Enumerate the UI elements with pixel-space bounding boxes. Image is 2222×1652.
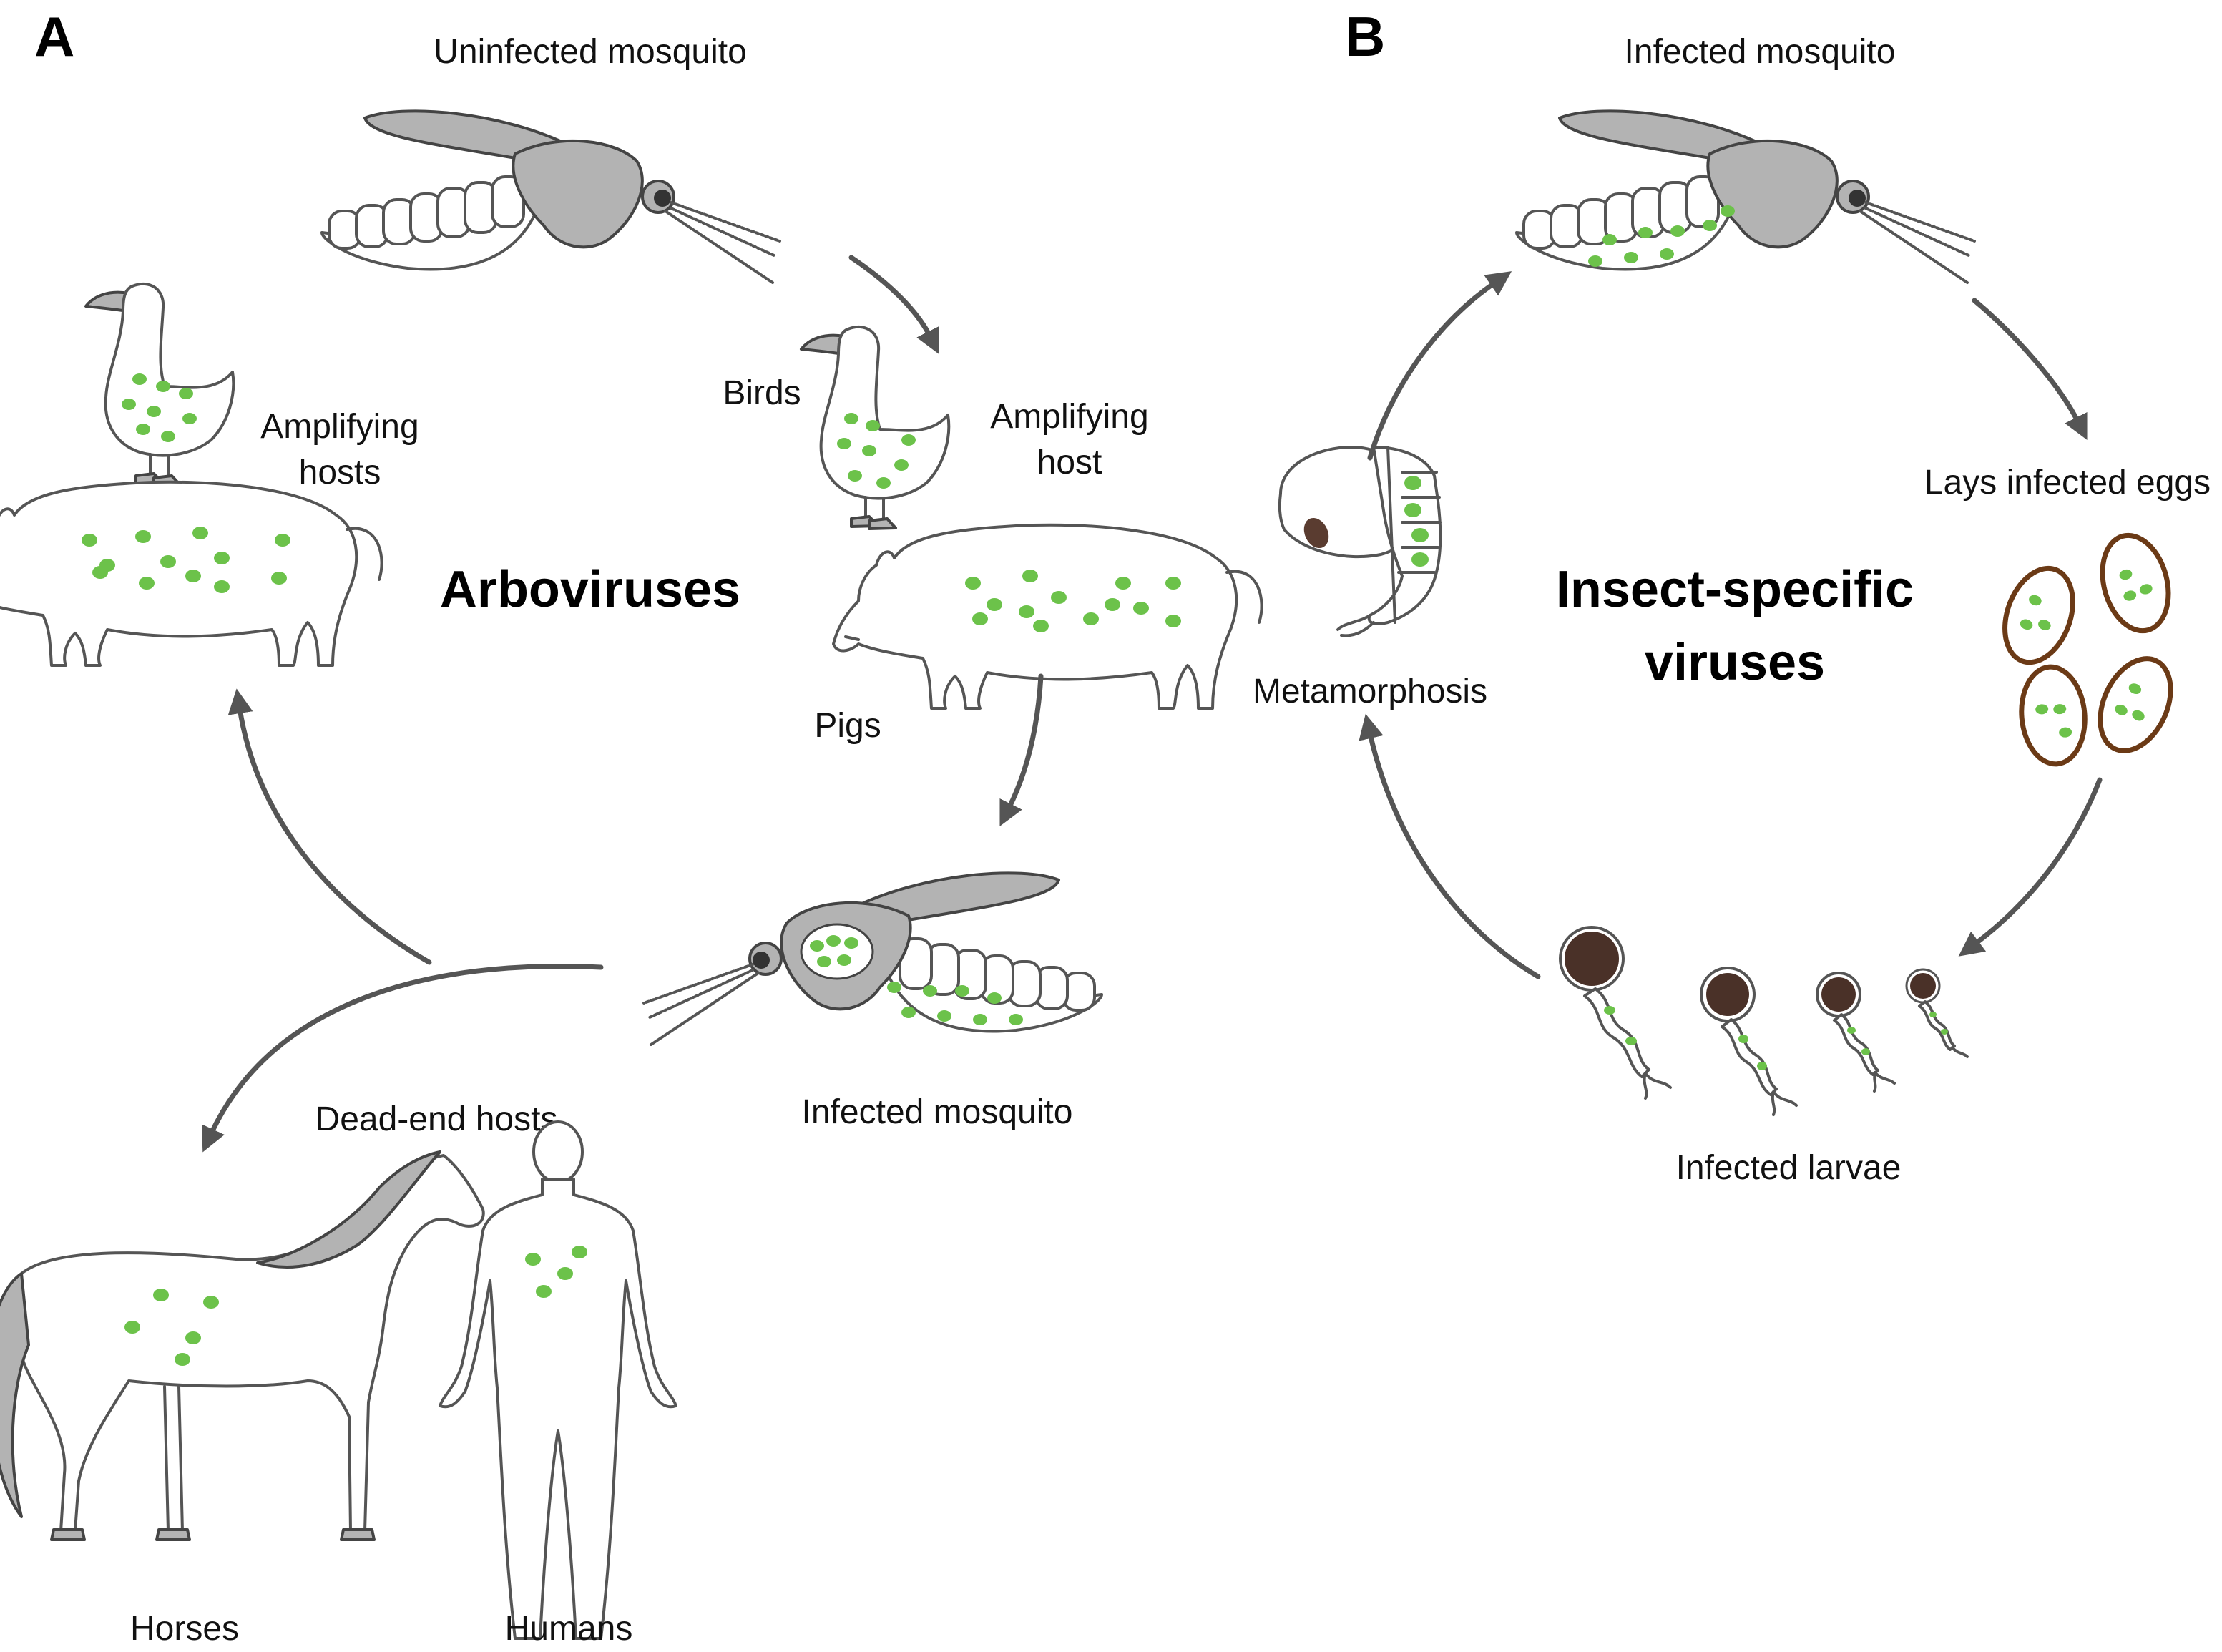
pupa-icon bbox=[1278, 446, 1442, 637]
amplifying-host-label-line1: Amplifying bbox=[990, 398, 1148, 436]
infected-mosquito-label: Infected mosquito bbox=[802, 1093, 1073, 1131]
egg-icon bbox=[2093, 528, 2178, 638]
humans-label: Humans bbox=[505, 1610, 633, 1648]
pig-icon bbox=[832, 523, 1263, 710]
insect-specific-title-line1: Insect-specific bbox=[1556, 561, 1914, 618]
cycle-arrow bbox=[1367, 271, 1512, 461]
panel-a-label: A bbox=[34, 5, 74, 68]
larva-icon bbox=[1816, 972, 1896, 1093]
virus-particles bbox=[124, 1289, 219, 1366]
human-icon bbox=[439, 1120, 677, 1640]
dead-end-hosts-label: Dead-end hosts bbox=[315, 1100, 558, 1138]
pig-icon bbox=[0, 480, 383, 667]
insect-specific-title-line2: viruses bbox=[1645, 634, 1825, 691]
cycle-arrow bbox=[1958, 777, 2103, 957]
arboviruses-title: Arboviruses bbox=[440, 561, 740, 618]
amplifying-host-label-line2: host bbox=[1037, 444, 1102, 482]
uninfected-mosquito-label: Uninfected mosquito bbox=[434, 33, 747, 71]
pigs-label: Pigs bbox=[814, 707, 881, 745]
goose-icon bbox=[800, 325, 951, 530]
mosquito-icon bbox=[320, 109, 781, 284]
panel-b-label: B bbox=[1345, 5, 1385, 68]
horse-icon bbox=[0, 1150, 485, 1541]
metamorphosis-label: Metamorphosis bbox=[1253, 673, 1487, 710]
cycle-arrow bbox=[848, 255, 939, 355]
horses-label: Horses bbox=[130, 1610, 239, 1648]
cycle-arrow bbox=[1359, 713, 1541, 979]
egg-icon bbox=[2017, 664, 2089, 766]
virus-particles bbox=[800, 923, 1023, 1025]
virus-particles bbox=[525, 1246, 587, 1298]
lays-infected-eggs-label: Lays infected eggs bbox=[1924, 464, 2211, 502]
cycle-arrow bbox=[999, 673, 1044, 827]
virus-particles bbox=[82, 527, 290, 593]
virus-particles bbox=[965, 570, 1181, 632]
larva-icon bbox=[1700, 967, 1798, 1116]
cycle-arrow bbox=[202, 964, 604, 1153]
birds-label: Birds bbox=[723, 374, 801, 412]
cycle-arrow bbox=[227, 688, 432, 965]
mosquito-icon bbox=[1515, 109, 1976, 284]
goose-icon bbox=[84, 282, 235, 487]
amplifying-hosts-label-line1: Amplifying bbox=[260, 408, 419, 446]
cycle-arrow bbox=[1972, 298, 2088, 441]
virus-particles bbox=[122, 373, 197, 442]
amplifying-hosts-label-line2: hosts bbox=[299, 454, 381, 492]
virus-particles bbox=[837, 413, 916, 489]
egg-icon bbox=[1992, 559, 2085, 672]
infected-larvae-label: Infected larvae bbox=[1676, 1149, 1902, 1187]
larva-icon bbox=[1559, 926, 1672, 1100]
infected-mosquito-label-b: Infected mosquito bbox=[1625, 33, 1896, 71]
egg-icon bbox=[2086, 647, 2184, 762]
larva-icon bbox=[1905, 968, 1969, 1058]
mosquito-icon bbox=[642, 871, 1103, 1046]
virus-particles bbox=[1588, 205, 1735, 267]
